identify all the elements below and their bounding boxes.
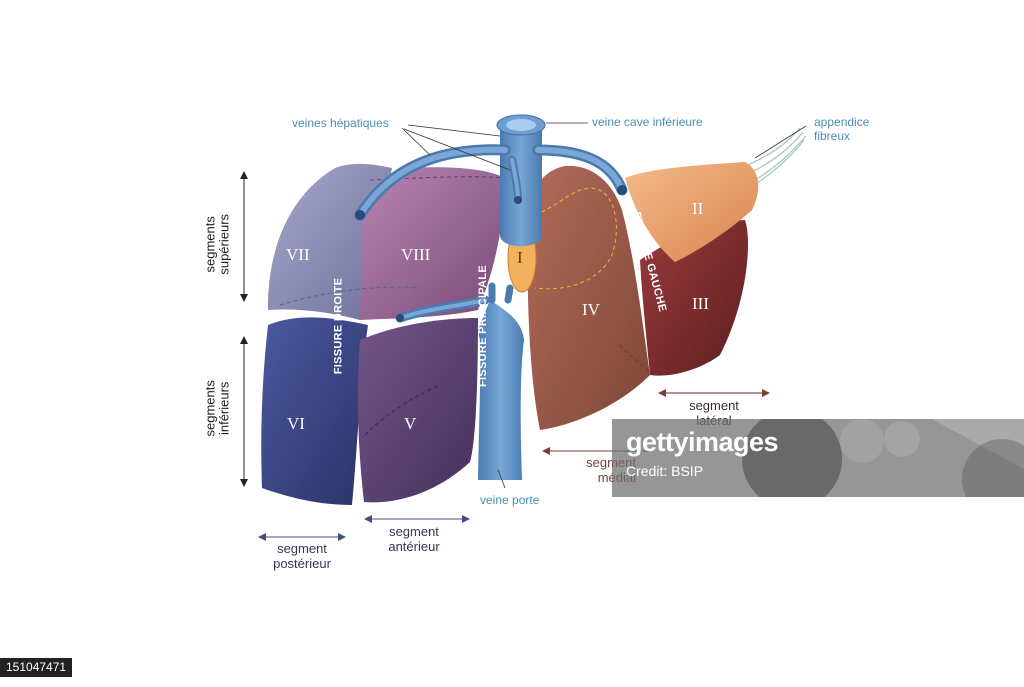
- hepatic-veins-label: veines hépatiques: [292, 116, 389, 130]
- segment-viii-label: VIII: [401, 245, 431, 264]
- segment-iv-label: IV: [582, 300, 600, 319]
- main-fissure-label: FISSURE PRINCIPALE: [476, 265, 489, 387]
- watermark-brand: gettyimages: [626, 427, 779, 457]
- portal-vein: [395, 282, 524, 480]
- inferior-vena-cava-label: veine cave inférieure: [592, 115, 703, 129]
- portal-vein-label: veine porte: [480, 493, 540, 507]
- watermark-banner: gettyimages Credit: BSIP: [612, 419, 1024, 497]
- inferior-segments-label: segments inférieurs: [202, 368, 233, 448]
- fibrous-appendix-label: appendice fibreux: [814, 115, 870, 144]
- inferior-segments-line2: inférieurs: [217, 381, 232, 436]
- segment-i-label: I: [517, 248, 523, 267]
- lateral-segment-line1: segment: [689, 398, 739, 413]
- superior-segments-line1: segments: [202, 216, 218, 273]
- segment-v: [357, 318, 478, 503]
- segment-vii-label: VII: [286, 245, 310, 264]
- image-id-tag: 151047471: [0, 658, 73, 677]
- posterior-segment-label: segment postérieur: [260, 541, 344, 572]
- anterior-segment-label: segment antérieur: [372, 524, 456, 555]
- segment-vi-label: VI: [287, 414, 305, 433]
- watermark-credit: Credit: BSIP: [626, 463, 704, 479]
- dashed-boundaries: [279, 176, 651, 436]
- segment-iii: [640, 220, 749, 376]
- posterior-segment-line2: postérieur: [273, 555, 331, 571]
- inferior-vena-cava: [496, 114, 546, 247]
- segment-iii-label: III: [692, 294, 709, 313]
- segment-ii-label: II: [692, 199, 704, 218]
- anterior-segment-line2: antérieur: [388, 538, 440, 554]
- leader-lines: [401, 122, 807, 489]
- segment-vi: [261, 317, 368, 505]
- right-fissure-label: FISSURE DROITE: [332, 277, 345, 375]
- segment-v-label: V: [404, 414, 417, 433]
- segment-iv: [527, 165, 650, 430]
- posterior-segment-line1: segment: [277, 541, 327, 556]
- anterior-segment-line1: segment: [389, 524, 439, 539]
- watermark-circles-graphic: [742, 419, 1024, 497]
- superior-segments-label: segments supérieurs: [202, 204, 233, 284]
- segment-viii: [360, 167, 505, 320]
- inferior-segments-line1: segments: [202, 380, 218, 437]
- fibrous-appendix-line2: fibreux: [814, 128, 851, 143]
- segment-ii: [625, 162, 759, 262]
- fibrous-appendix-line1: appendice: [814, 115, 870, 129]
- superior-segments-line2: supérieurs: [217, 213, 232, 275]
